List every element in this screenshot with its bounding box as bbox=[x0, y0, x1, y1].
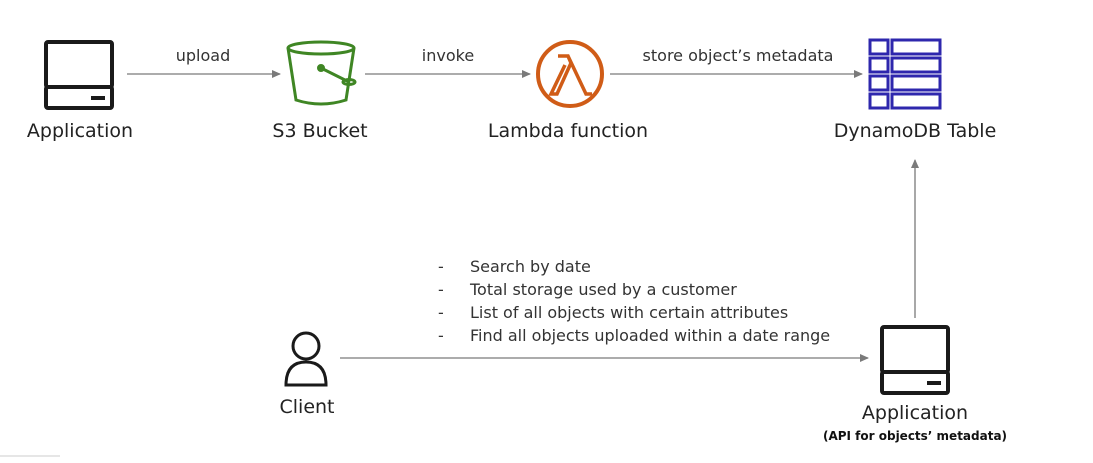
list-item: - Find all objects uploaded within a date… bbox=[438, 324, 830, 347]
list-item-text: List of all objects with certain attribu… bbox=[470, 303, 789, 322]
list-item-dash: - bbox=[438, 303, 444, 322]
query-list: - Search by date - Total storage used by a… bbox=[438, 255, 830, 347]
application-bottom-sublabel: (API for objects’ metadata) bbox=[822, 429, 1008, 443]
dynamodb-table-icon bbox=[868, 38, 942, 110]
list-item-dash: - bbox=[438, 280, 444, 299]
list-item-dash: - bbox=[438, 326, 444, 345]
computer-icon bbox=[880, 325, 950, 395]
list-item: - Total storage used by a customer bbox=[438, 278, 830, 301]
s3-bucket-label: S3 Bucket bbox=[272, 120, 368, 142]
application-top-label: Application bbox=[26, 120, 134, 142]
divider bbox=[0, 455, 60, 457]
dynamodb-table-label: DynamoDB Table bbox=[833, 120, 997, 142]
application-bottom-label: Application bbox=[861, 402, 969, 424]
computer-icon bbox=[44, 40, 114, 110]
edge-label-store: store object’s metadata bbox=[642, 46, 834, 65]
edge-label-invoke: invoke bbox=[421, 46, 475, 65]
list-item: - List of all objects with certain attrib… bbox=[438, 301, 830, 324]
lambda-function-label: Lambda function bbox=[487, 120, 649, 142]
list-item-text: Find all objects uploaded within a date … bbox=[470, 326, 831, 345]
list-item-text: Search by date bbox=[470, 257, 591, 276]
client-label: Client bbox=[279, 396, 335, 418]
user-icon bbox=[284, 331, 328, 387]
edge-label-upload: upload bbox=[175, 46, 231, 65]
lambda-icon bbox=[536, 40, 604, 108]
list-item-text: Total storage used by a customer bbox=[470, 280, 737, 299]
s3-bucket-icon bbox=[286, 40, 357, 106]
list-item: - Search by date bbox=[438, 255, 830, 278]
list-item-dash: - bbox=[438, 257, 444, 276]
